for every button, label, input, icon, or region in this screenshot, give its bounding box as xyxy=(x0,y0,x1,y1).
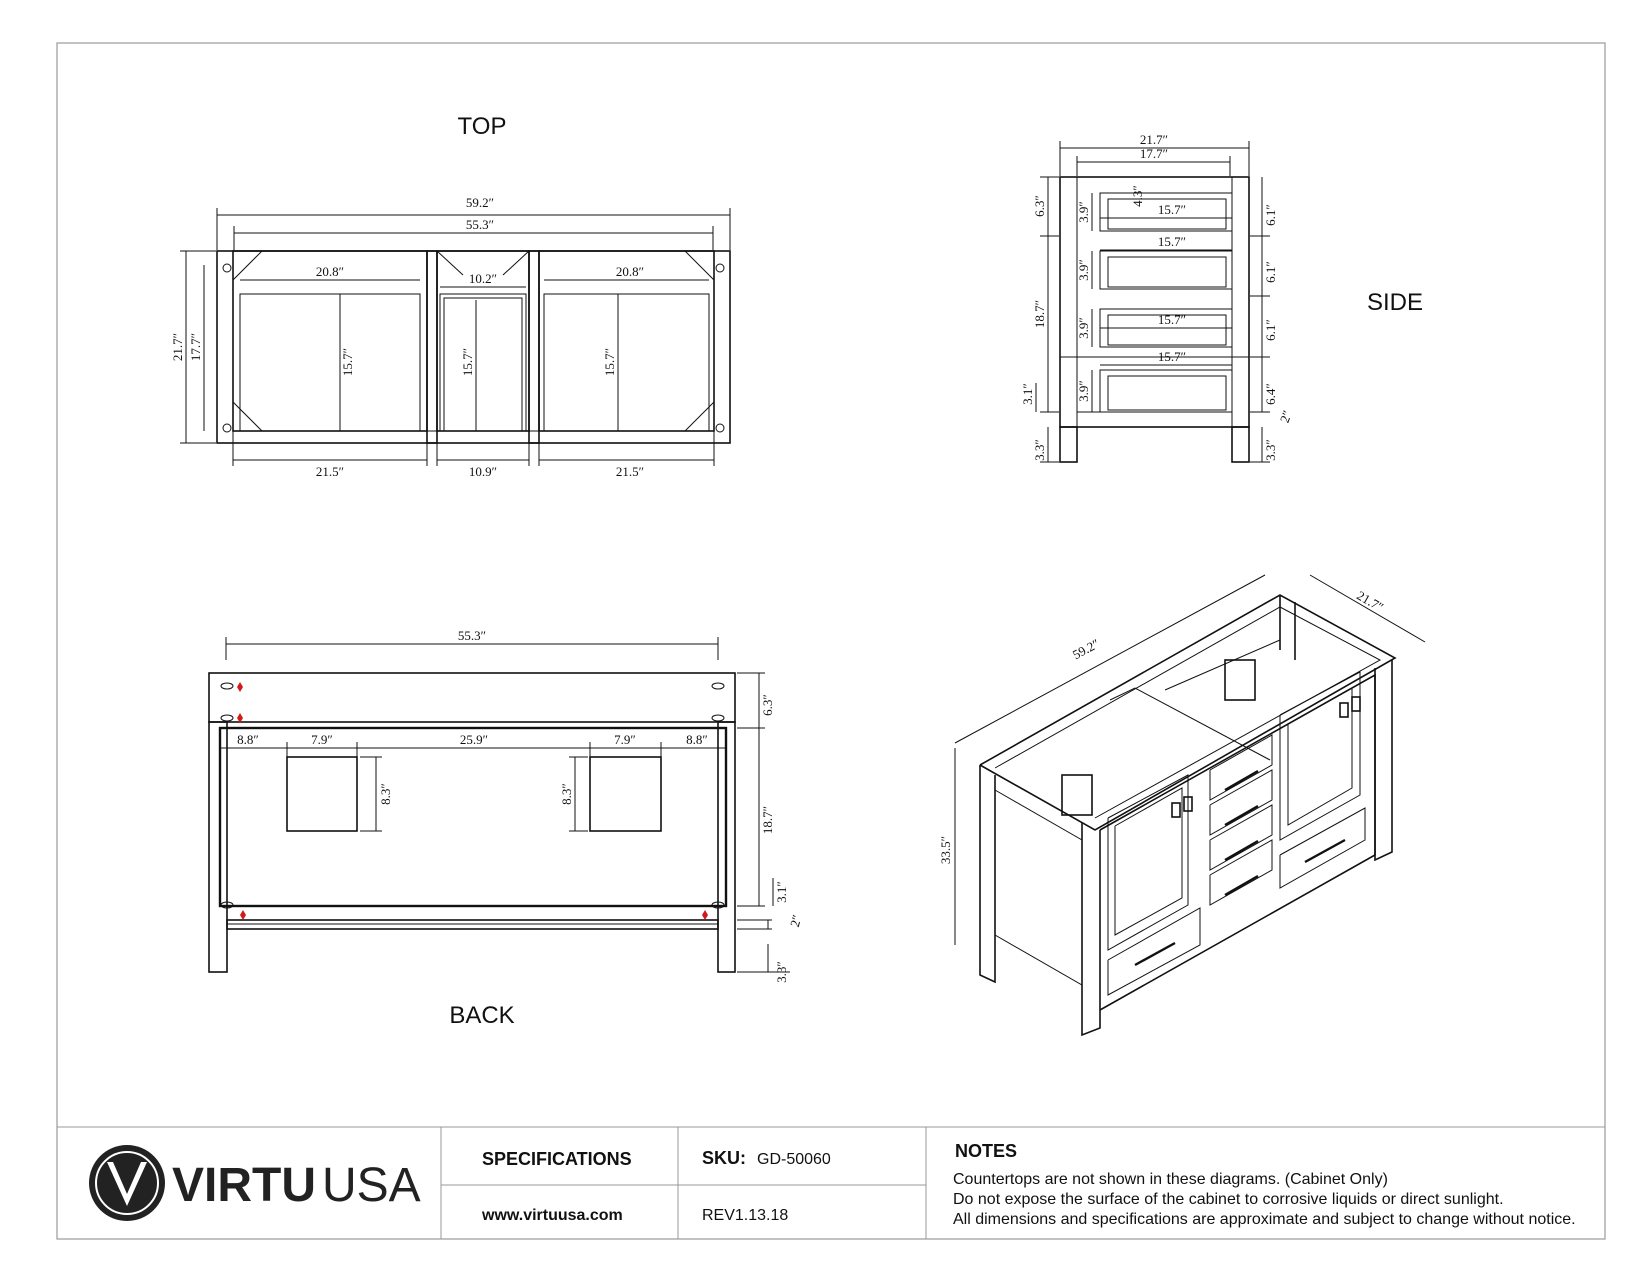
red-marker xyxy=(240,910,246,920)
back-top-rail: 6.3″ xyxy=(760,694,775,716)
back-body-height: 18.7″ xyxy=(760,806,775,834)
top-left-bottom: 21.5″ xyxy=(316,464,344,479)
top-view: TOP 59.2″ 55.3″ 20.8″ 10.2″ xyxy=(170,113,731,479)
back-view: BACK 55.3″ 8.8″ 7.9″ 25.9″ 7.9″ 8.8″ xyxy=(208,628,805,1029)
back-right-cutout: 7.9″ xyxy=(614,732,636,747)
title-block: VIRTU USA SPECIFICATIONS www.virtuusa.co… xyxy=(57,1126,1605,1239)
top-inner-depth: 17.7″ xyxy=(188,333,203,361)
side-drawer1-height: 3.9″ xyxy=(1076,201,1091,223)
note-line: Countertops are not shown in these diagr… xyxy=(953,1171,1388,1188)
back-leg: 3.3″ xyxy=(774,961,789,983)
top-overall-width: 59.2″ xyxy=(466,195,494,210)
side-drawer4-height: 3.9″ xyxy=(1076,380,1091,402)
side-view: SIDE 21.7″ 17.7″ 15.7″ 15.7″ 15.7″ 15.7″… xyxy=(1020,132,1423,463)
brand-name-bold: VIRTU xyxy=(172,1159,316,1212)
side-drawer-gap: 4.3″ xyxy=(1130,185,1145,207)
top-depth: 21.7″ xyxy=(170,333,185,361)
sku-label: SKU: xyxy=(702,1148,746,1168)
back-cutout-right-height: 8.3″ xyxy=(559,783,574,805)
virtu-v-logo xyxy=(89,1145,165,1221)
top-left-depth: 15.7″ xyxy=(340,348,355,376)
back-left-cutout: 7.9″ xyxy=(311,732,333,747)
side-bottom-rail: 3.1″ xyxy=(1020,383,1035,405)
side-right-3: 6.1″ xyxy=(1263,319,1278,341)
side-drawer4-width: 15.7″ xyxy=(1158,349,1186,364)
side-drawer2-width: 15.7″ xyxy=(1158,234,1186,249)
top-right-depth: 15.7″ xyxy=(602,348,617,376)
specifications-label: SPECIFICATIONS xyxy=(482,1149,632,1169)
top-right-bottom: 21.5″ xyxy=(616,464,644,479)
sheet-border xyxy=(56,42,1606,1240)
notes-title: NOTES xyxy=(955,1141,1017,1161)
note-line: Do not expose the surface of the cabinet… xyxy=(953,1191,1504,1208)
note-line: All dimensions and specifications are ap… xyxy=(953,1211,1576,1228)
back-toe: 2″ xyxy=(787,913,805,928)
side-body-height: 18.7″ xyxy=(1032,300,1047,328)
red-marker xyxy=(702,910,708,920)
side-top-rail: 6.3″ xyxy=(1032,195,1047,217)
back-inner-width: 55.3″ xyxy=(458,628,486,643)
back-bottom-rail: 3.1″ xyxy=(774,881,789,903)
back-right-margin: 8.8″ xyxy=(686,732,708,747)
back-cutout-left-height: 8.3″ xyxy=(378,783,393,805)
side-leg: 3.3″ xyxy=(1032,439,1047,461)
top-view-title: TOP xyxy=(458,113,507,140)
side-drawer3-width: 15.7″ xyxy=(1158,312,1186,327)
iso-width: 59.2″ xyxy=(1070,636,1102,662)
top-inner-width: 55.3″ xyxy=(466,217,494,232)
side-depth: 21.7″ xyxy=(1140,132,1168,147)
side-drawer2-height: 3.9″ xyxy=(1076,259,1091,281)
side-right-2: 6.1″ xyxy=(1263,261,1278,283)
revision: REV1.13.18 xyxy=(702,1207,788,1224)
top-center-bay: 10.2″ xyxy=(469,271,497,286)
side-drawer3-height: 3.9″ xyxy=(1076,317,1091,339)
side-right-4: 6.4″ xyxy=(1263,383,1278,405)
side-right-small: 2″ xyxy=(1277,408,1295,424)
top-left-bay: 20.8″ xyxy=(316,264,344,279)
back-view-title: BACK xyxy=(449,1002,514,1029)
side-drawer1-width: 15.7″ xyxy=(1158,202,1186,217)
side-right-1: 6.1″ xyxy=(1263,204,1278,226)
red-marker xyxy=(237,682,243,692)
sku-value: GD-50060 xyxy=(757,1151,831,1168)
iso-height: 33.5″ xyxy=(938,836,953,864)
top-right-bay: 20.8″ xyxy=(616,264,644,279)
side-inner-depth: 17.7″ xyxy=(1140,146,1168,161)
back-center-span: 25.9″ xyxy=(460,732,488,747)
iso-view: 59.2″ 21.7″ 33.5″ xyxy=(938,574,1426,1037)
side-right-leg: 3.3″ xyxy=(1263,439,1278,461)
website-link[interactable]: www.virtuusa.com xyxy=(481,1207,623,1224)
top-center-depth: 15.7″ xyxy=(460,348,475,376)
brand-name-light: USA xyxy=(322,1159,421,1212)
red-marker xyxy=(237,713,243,723)
top-center-bottom: 10.9″ xyxy=(469,464,497,479)
side-view-title: SIDE xyxy=(1367,289,1423,316)
back-left-margin: 8.8″ xyxy=(237,732,259,747)
